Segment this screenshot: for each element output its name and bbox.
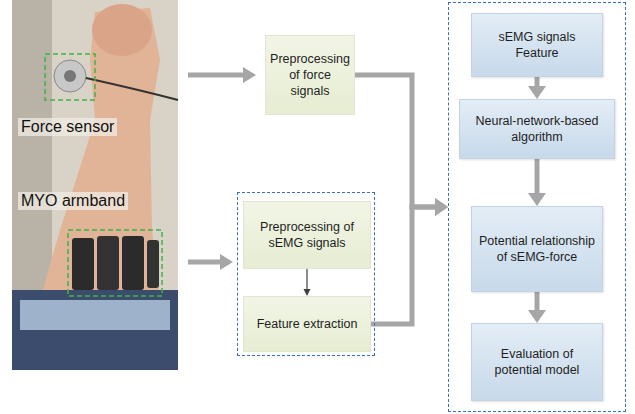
box-text: Neural-network-based algorithm (466, 113, 608, 146)
forearm (40, 8, 160, 300)
armband-pod (97, 236, 119, 290)
process-box: Evaluation of potential model (471, 323, 603, 401)
connector-line (371, 207, 436, 324)
flow-arrow (528, 159, 546, 206)
shirt-cuff (20, 300, 170, 330)
process-box: Neural-network-based algorithm (459, 99, 615, 159)
arrowhead (528, 86, 546, 99)
box-text: sEMG signals Feature (478, 29, 596, 62)
fist (92, 4, 152, 56)
process-box: Preprocessing of sEMG signals (243, 201, 371, 269)
armband-pod (122, 236, 144, 290)
photo-label: MYO armband (18, 192, 128, 210)
connector-line (306, 269, 307, 290)
process-box: Feature extraction (243, 296, 371, 352)
process-box: sEMG signals Feature (471, 13, 603, 77)
jeans (12, 290, 178, 370)
highlight-box (68, 230, 162, 296)
force-sensor-disc (54, 60, 86, 92)
input-arrow (188, 260, 221, 265)
process-box: Potential relationship of sEMG-force (471, 206, 603, 292)
sensor-cable (86, 78, 178, 100)
arrowhead (435, 198, 448, 216)
input-arrow (188, 73, 244, 78)
armband-pod (72, 238, 94, 290)
photo-label: Force sensor (18, 118, 117, 136)
connector-line (535, 292, 540, 311)
flow-arrow (371, 198, 448, 324)
flow-arrow (304, 269, 311, 296)
wall-background (12, 0, 178, 370)
connector-line (355, 75, 436, 207)
arrowhead (243, 67, 256, 83)
box-text: Preprocessing of sEMG signals (250, 219, 364, 252)
highlight-box (45, 54, 95, 100)
arrowhead (220, 254, 233, 270)
arrowhead (304, 289, 311, 296)
group-box: sEMG signals FeatureNeural-network-based… (448, 2, 626, 412)
armband-pod (147, 240, 159, 288)
flow-arrow (528, 77, 546, 99)
connector-line (535, 77, 540, 87)
connector-line (535, 159, 540, 194)
box-text: Feature extraction (257, 316, 358, 332)
box-text: Preprocessing of force signals (270, 51, 350, 100)
arrowhead (528, 310, 546, 323)
process-box: Preprocessing of force signals (265, 35, 355, 115)
force-sensor-center (64, 70, 76, 82)
group-box: Preprocessing of sEMG signalsFeature ext… (237, 192, 375, 356)
box-text: Potential relationship of sEMG-force (478, 233, 596, 266)
flow-arrow (528, 292, 546, 323)
arrowhead (435, 198, 448, 216)
flow-arrow (355, 75, 448, 216)
box-text: Evaluation of potential model (478, 346, 596, 379)
arrowhead (528, 193, 546, 206)
